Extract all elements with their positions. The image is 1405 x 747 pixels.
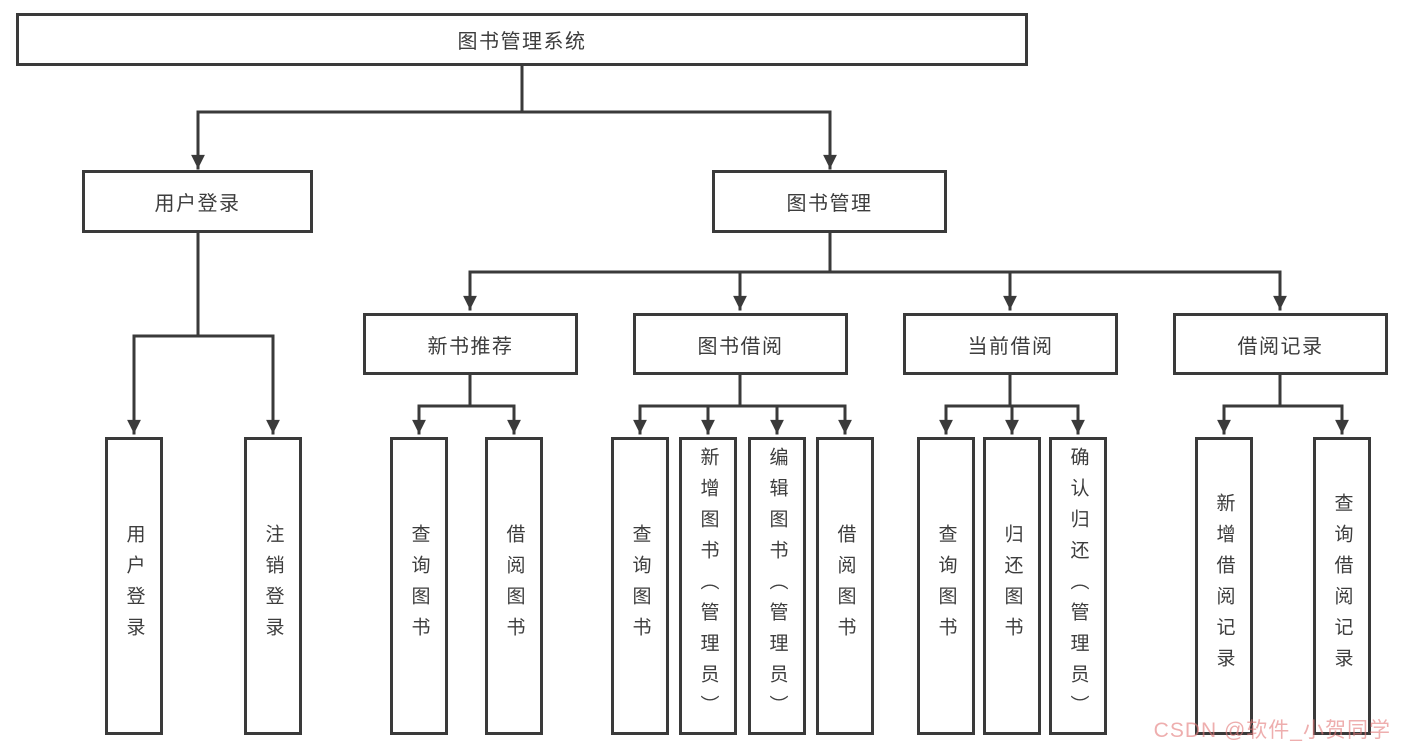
node-leaf-br-query-record: 查询借阅记录 (1313, 437, 1371, 735)
node-new-book-recommend-label: 新书推荐 (427, 335, 514, 358)
node-borrowing-records-label: 借阅记录 (1237, 335, 1324, 358)
node-leaf-br-query-record-label: 查询借阅记录 (1331, 493, 1353, 679)
node-leaf-cb-confirm-return-admin-label: 确认归还（管理员） (1067, 446, 1089, 726)
node-leaf-bb-borrow-books: 借阅图书 (816, 437, 874, 735)
node-leaf-cb-confirm-return-admin: 确认归还（管理员） (1049, 437, 1107, 735)
node-leaf-nb-query-books: 查询图书 (390, 437, 448, 735)
node-leaf-bb-query-books: 查询图书 (611, 437, 669, 735)
node-leaf-logout-label: 注销登录 (262, 524, 284, 648)
node-book-management: 图书管理 (712, 170, 947, 233)
node-leaf-bb-edit-books-admin-label: 编辑图书（管理员） (766, 446, 788, 726)
node-leaf-br-add-record-label: 新增借阅记录 (1213, 493, 1235, 679)
node-user-login-label: 用户登录 (154, 193, 241, 215)
node-leaf-bb-edit-books-admin: 编辑图书（管理员） (748, 437, 806, 735)
node-leaf-bb-add-books-admin: 新增图书（管理员） (679, 437, 737, 735)
node-leaf-br-add-record: 新增借阅记录 (1195, 437, 1253, 735)
node-user-login: 用户登录 (82, 170, 313, 233)
node-leaf-cb-query-books-label: 查询图书 (935, 524, 957, 648)
node-new-book-recommend: 新书推荐 (363, 313, 578, 375)
node-leaf-nb-query-books-label: 查询图书 (408, 524, 430, 648)
csdn-watermark: CSDN @软件_小贺同学 (1153, 719, 1391, 742)
node-leaf-logout: 注销登录 (244, 437, 302, 735)
node-book-borrowing: 图书借阅 (633, 313, 848, 375)
node-leaf-nb-borrow-books-label: 借阅图书 (503, 524, 525, 648)
node-leaf-cb-return-books-label: 归还图书 (1001, 524, 1023, 648)
node-leaf-user-login-label: 用户登录 (123, 524, 145, 648)
node-book-management-label: 图书管理 (786, 193, 873, 215)
node-leaf-bb-query-books-label: 查询图书 (629, 524, 651, 648)
node-leaf-nb-borrow-books: 借阅图书 (485, 437, 543, 735)
node-current-borrowing-label: 当前借阅 (967, 335, 1054, 358)
node-library-management-system: 图书管理系统 (16, 13, 1028, 66)
node-book-borrowing-label: 图书借阅 (697, 335, 784, 358)
node-current-borrowing: 当前借阅 (903, 313, 1118, 375)
node-leaf-bb-borrow-books-label: 借阅图书 (834, 524, 856, 648)
node-borrowing-records: 借阅记录 (1173, 313, 1388, 375)
node-leaf-cb-return-books: 归还图书 (983, 437, 1041, 735)
node-leaf-bb-add-books-admin-label: 新增图书（管理员） (697, 446, 719, 726)
node-leaf-cb-query-books: 查询图书 (917, 437, 975, 735)
node-leaf-user-login: 用户登录 (105, 437, 163, 735)
node-library-management-system-label: 图书管理系统 (457, 31, 587, 53)
